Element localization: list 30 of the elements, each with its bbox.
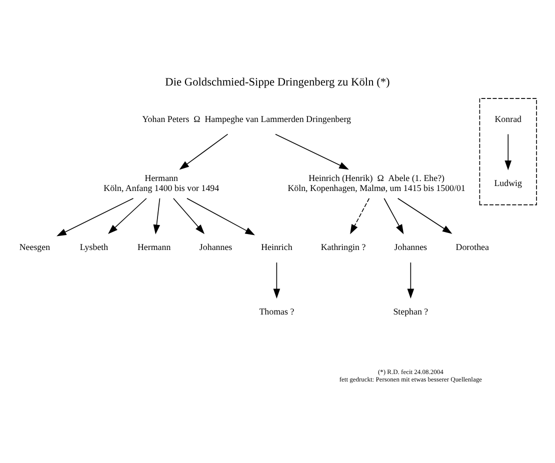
node-text: Stephan ? xyxy=(393,306,428,316)
node-text: Heinrich xyxy=(261,242,292,252)
node-text: Konrad xyxy=(494,113,522,124)
arrow xyxy=(350,197,370,234)
arrow xyxy=(108,197,147,234)
node-text: Yohan Peters Ω Hampeghe van Lammerden Dringenberg xyxy=(142,113,352,124)
arrow xyxy=(407,262,414,298)
arrow xyxy=(384,197,404,234)
node-text: Thomas ? xyxy=(259,306,294,316)
node-text: Hermann xyxy=(137,242,171,252)
node-text: Johannes xyxy=(394,242,428,252)
node-text: Dorothea xyxy=(456,242,489,252)
arrow xyxy=(397,197,452,234)
node-text: Hermann Köln, Anfang 1400 bis vor 1494 xyxy=(104,172,220,192)
node-text: Ludwig xyxy=(494,177,522,188)
cluster xyxy=(479,98,537,205)
arrow xyxy=(186,197,255,235)
node-text: Kathringin ? xyxy=(320,242,366,252)
node-text: Heinrich (Henrik) Ω Abele (1. Ehe?) Köln, Kopenhagen, Malmø, um 1415 bis 1500/01 xyxy=(288,172,466,192)
arrow xyxy=(275,133,349,170)
arrow xyxy=(56,197,134,236)
arrow xyxy=(273,262,280,298)
arrow xyxy=(173,197,205,234)
node-text: Johannes xyxy=(199,242,232,252)
node-text: Neesgen xyxy=(19,242,50,252)
arrow xyxy=(153,197,160,234)
arrow xyxy=(504,133,512,170)
node-text: Lysbeth xyxy=(80,242,108,252)
diagram-title: Die Goldschmied-Sippe Dringenberg zu Köln (*) xyxy=(165,76,390,88)
arrow xyxy=(179,133,228,170)
